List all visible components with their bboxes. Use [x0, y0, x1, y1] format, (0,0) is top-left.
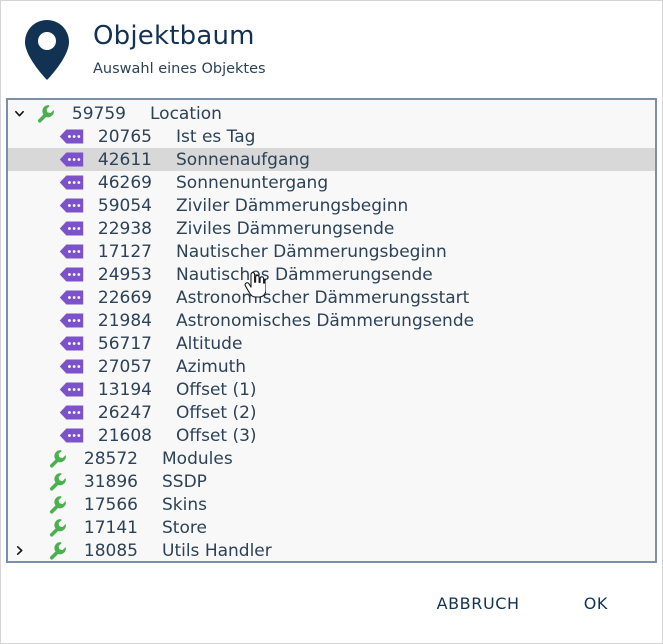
tree-row-id: 17566 [83, 494, 138, 515]
tree-row-id: 17141 [83, 517, 138, 538]
tree-row-label: Ziviles Dämmerungsende [176, 218, 395, 239]
wrench-icon [30, 104, 60, 123]
variable-icon [56, 405, 86, 420]
tree-row-label: Sonnenaufgang [176, 149, 310, 170]
tree-row-id: 59759 [71, 103, 126, 124]
tree-row[interactable]: 27057 Azimuth [8, 355, 655, 378]
tree-row-label: Azimuth [176, 356, 247, 377]
variable-icon [56, 175, 86, 190]
tree-row-id: 13194 [97, 379, 152, 400]
tree-row[interactable]: 22938 Ziviles Dämmerungsende [8, 217, 655, 240]
tree-row-id: 28572 [83, 448, 138, 469]
tree-row-id: 31896 [83, 471, 138, 492]
tree-row[interactable]: 59759 Location [8, 102, 655, 125]
tree-row-label: Nautisches Dämmerungsende [176, 264, 433, 285]
tree-row-label: Offset (3) [176, 425, 257, 446]
wrench-icon [42, 472, 72, 491]
page-subtitle: Auswahl eines Objektes [93, 60, 266, 77]
tree-row-id: 17127 [97, 241, 152, 262]
variable-icon [56, 382, 86, 397]
wrench-icon [42, 495, 72, 514]
wrench-icon [42, 541, 72, 560]
variable-icon [56, 152, 86, 167]
variable-icon [56, 221, 86, 236]
tree-row-id: 26247 [97, 402, 152, 423]
tree-row-id: 22669 [97, 287, 152, 308]
variable-icon [56, 290, 86, 305]
tree-row[interactable]: 31896 SSDP [8, 470, 655, 493]
wrench-icon [42, 518, 72, 537]
tree-row-id: 20765 [97, 126, 152, 147]
tree-row[interactable]: 59054 Ziviler Dämmerungsbeginn [8, 194, 655, 217]
ok-button[interactable]: OK [570, 584, 622, 623]
wrench-icon [42, 449, 72, 468]
cancel-button[interactable]: ABBRUCH [423, 584, 534, 623]
tree-row-id: 46269 [97, 172, 152, 193]
variable-icon [56, 428, 86, 443]
variable-icon [56, 244, 86, 259]
tree-row[interactable]: 21984 Astronomisches Dämmerungsende [8, 309, 655, 332]
tree-row[interactable]: 24953 Nautisches Dämmerungsende [8, 263, 655, 286]
tree-row-id: 56717 [97, 333, 152, 354]
chevron-right-icon[interactable] [8, 545, 30, 556]
page-title: Objektbaum [93, 21, 255, 52]
tree-row-label: Location [150, 103, 222, 124]
variable-icon [56, 198, 86, 213]
tree-row-label: Utils Handler [162, 540, 272, 561]
tree-row-label: Offset (1) [176, 379, 257, 400]
tree-row[interactable]: 22669 Astronomischer Dämmerungsstart [8, 286, 655, 309]
variable-icon [56, 313, 86, 328]
tree-row[interactable]: 56717 Altitude [8, 332, 655, 355]
tree-row-label: Sonnenuntergang [176, 172, 329, 193]
tree-row-id: 22938 [97, 218, 152, 239]
variable-icon [56, 129, 86, 144]
tree-row-label: Store [162, 517, 207, 538]
tree-row-label: Nautischer Dämmerungsbeginn [176, 241, 447, 262]
tree-row-label: Offset (2) [176, 402, 257, 423]
tree-row[interactable]: 17566 Skins [8, 493, 655, 516]
chevron-down-icon[interactable] [8, 108, 30, 119]
tree-row-label: Altitude [176, 333, 243, 354]
tree-row-label: Skins [162, 494, 207, 515]
tree-row-id: 59054 [97, 195, 152, 216]
tree-row-label: Astronomisches Dämmerungsende [176, 310, 475, 331]
tree-row-id: 21984 [97, 310, 152, 331]
variable-icon [56, 267, 86, 282]
tree-row[interactable]: 18085 Utils Handler [8, 539, 655, 561]
dialog-footer: ABBRUCH OK [1, 563, 662, 643]
tree-row-label: Ist es Tag [176, 126, 256, 147]
tree-row-id: 42611 [97, 149, 152, 170]
map-pin-icon [23, 19, 71, 81]
variable-icon [56, 359, 86, 374]
tree-row[interactable]: 17141 Store [8, 516, 655, 539]
tree-row-id: 21608 [97, 425, 152, 446]
header-titles: Objektbaum Auswahl eines Objektes [93, 21, 266, 77]
tree-row[interactable]: 17127 Nautischer Dämmerungsbeginn [8, 240, 655, 263]
tree-row-label: Modules [162, 448, 233, 469]
tree-row-id: 27057 [97, 356, 152, 377]
tree-row-id: 18085 [83, 540, 138, 561]
tree-row[interactable]: 21608 Offset (3) [8, 424, 655, 447]
tree-row[interactable]: 46269 Sonnenuntergang [8, 171, 655, 194]
tree-row[interactable]: 13194 Offset (1) [8, 378, 655, 401]
dialog-header: Objektbaum Auswahl eines Objektes [1, 1, 662, 98]
tree-row-id: 24953 [97, 264, 152, 285]
tree-row[interactable]: 42611 Sonnenaufgang [8, 148, 655, 171]
tree-row[interactable]: 28572 Modules [8, 447, 655, 470]
tree-row[interactable]: 26247 Offset (2) [8, 401, 655, 424]
tree-row[interactable]: 20765 Ist es Tag [8, 125, 655, 148]
tree-row-label: Ziviler Dämmerungsbeginn [176, 195, 409, 216]
tree-row-label: SSDP [162, 471, 207, 492]
tree-row-label: Astronomischer Dämmerungsstart [176, 287, 470, 308]
variable-icon [56, 336, 86, 351]
